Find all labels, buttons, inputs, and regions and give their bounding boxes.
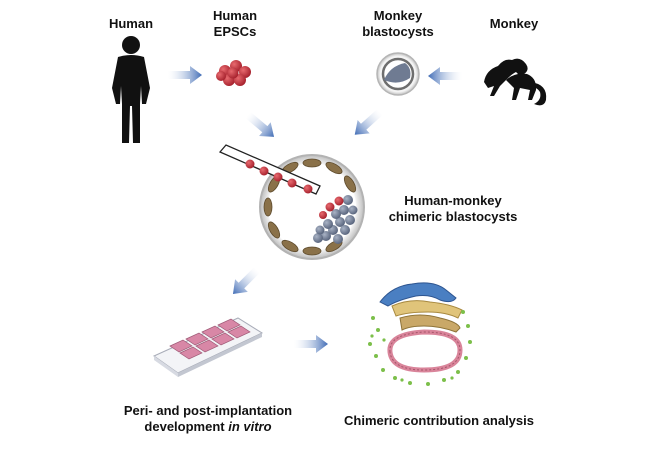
- label-human-epscs-line1: Human: [212, 8, 258, 23]
- label-development-line1: Peri- and post-implantation: [123, 403, 293, 418]
- label-development-line2: development in vitro: [108, 419, 308, 435]
- arrow-monkey-to-blastocysts: [428, 67, 462, 85]
- arrow-human-to-epscs: [168, 66, 202, 84]
- label-human-epscs: Human EPSCs: [205, 8, 265, 40]
- label-chimeric-blastocysts: Human-monkey chimeric blastocysts: [378, 193, 528, 225]
- human-silhouette-icon: [112, 36, 150, 143]
- label-human-epscs-line2: EPSCs: [213, 24, 257, 39]
- label-monkey: Monkey: [489, 16, 539, 31]
- label-development-italic: in vitro: [228, 419, 272, 434]
- monkey-silhouette-icon: [484, 58, 547, 106]
- human-epscs-cluster: [216, 60, 251, 86]
- label-monkey-blastocysts-line2: blastocysts: [362, 24, 434, 39]
- label-monkey-blastocysts: Monkey blastocysts: [350, 8, 446, 40]
- arrow-chimera-to-culture: [226, 263, 264, 301]
- arrow-blastocysts-to-chimera: [348, 105, 387, 142]
- label-monkey-blastocysts-line1: Monkey: [373, 8, 423, 23]
- arrow-culture-to-analysis: [294, 335, 328, 353]
- label-chimeric-line2: chimeric blastocysts: [388, 209, 518, 224]
- label-chimeric-line1: Human-monkey: [404, 193, 502, 208]
- injection-pipette: [218, 144, 321, 195]
- monkey-blastocyst-small: [376, 52, 420, 96]
- arrow-epscs-to-chimera: [242, 108, 280, 144]
- label-human: Human: [108, 16, 154, 31]
- embryo-analysis-illustration: [368, 282, 472, 386]
- label-development-prefix: development: [144, 419, 229, 434]
- label-chimeric-analysis: Chimeric contribution analysis: [344, 413, 534, 428]
- culture-plate: [152, 317, 264, 377]
- label-development: Peri- and post-implantation development …: [108, 403, 308, 435]
